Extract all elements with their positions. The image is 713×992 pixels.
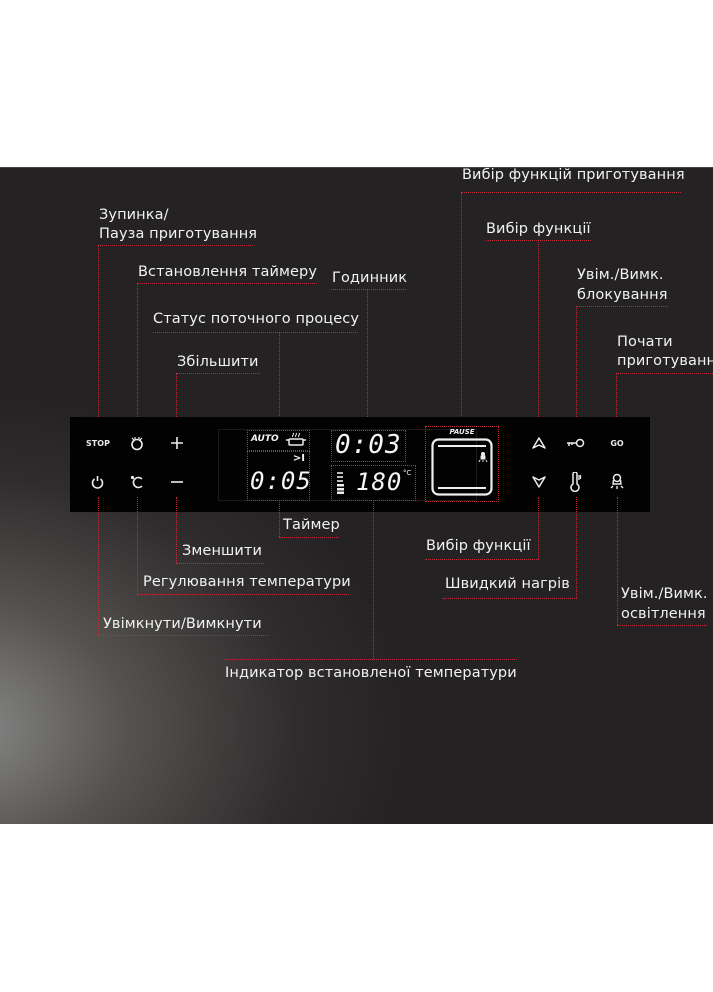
lamp-icon[interactable] [608,471,626,493]
label-clock: Годинник [332,270,408,286]
leader-power-v [98,497,99,635]
leader-decrease-h [176,563,264,564]
leader-temp-indicator-v [373,500,374,659]
label-start-line2: приготування [617,353,713,369]
leader-light-v [617,497,618,625]
temperature-readout: 180 [356,468,403,496]
leader-fast-heat-v [576,497,577,598]
cooking-function-box: PAUSE [425,426,499,502]
leader-func-bottom-h [425,559,539,560]
label-temperature-adjust: Регулювання температури [143,574,351,590]
leader-status-v [279,332,280,430]
label-stop-pause-line2: Пауза приготування [99,226,258,242]
label-light-line1: Увім./Вимк. [621,586,708,602]
label-decrease: Зменшити [182,543,262,559]
label-set-temperature-indicator: Індикатор встановленої температури [225,665,517,681]
leader-timer-h [279,537,339,538]
label-lock-line2: блокування [577,287,668,303]
label-function-select-bottom: Вибір функції [426,538,531,554]
go-button[interactable]: GO [610,438,624,448]
leader-timer-v [279,500,280,537]
label-stop-pause-line1: Зупинка/ [99,207,169,223]
minus-icon[interactable] [168,473,186,491]
leader-light-h [617,625,707,626]
clock-readout: 0:03 [335,430,402,460]
power-icon[interactable] [88,472,106,492]
temperature-unit: °C [403,469,412,477]
leader-increase-h [176,373,260,374]
control-panel: STOP AUTO >I 0:05 0:03 180 °C [70,417,650,512]
up-arrow-icon[interactable] [530,434,548,452]
leader-func-top-v [538,240,539,433]
alarm-clock-icon[interactable] [128,433,146,453]
stop-button[interactable]: STOP [86,438,110,448]
leader-stop-h [98,245,253,246]
label-increase: Збільшити [177,354,259,370]
timer-box: >I 0:05 [247,451,312,501]
key-lock-icon[interactable] [565,434,587,452]
clock-box: 0:03 [331,430,406,462]
label-start-line1: Почати [617,334,673,350]
leader-start-v [616,373,617,433]
auto-mode-indicator: AUTO [251,434,279,444]
pause-indicator: PAUSE [449,428,475,436]
leader-timer-set-v [137,283,138,433]
leader-temp-adjust-h [137,594,349,595]
leader-cooking-v [461,192,462,428]
leader-temp-indicator-h [225,659,517,660]
leader-fast-heat-h [443,598,577,599]
label-cooking-functions: Вибір функцій приготування [462,167,685,183]
label-lock-line1: Увім./Вимк. [577,267,664,283]
leader-start-h [616,373,713,374]
temperature-box: 180 °C [331,465,416,501]
timer-end-icon: >I [292,453,305,464]
leader-lock-h [576,306,668,307]
label-timer: Таймер [283,517,340,533]
dish-icon [286,432,306,451]
leader-status-h [153,332,358,333]
leader-power-h [98,635,268,636]
celsius-icon[interactable] [128,472,146,492]
label-fast-heat: Швидкий нагрів [445,576,570,592]
thermometer-icon[interactable] [568,470,584,494]
down-arrow-icon[interactable] [530,473,548,491]
leader-func-bottom-v [538,497,539,559]
label-function-select-top: Вибір функції [486,221,591,237]
label-light-line2: освітлення [621,606,706,622]
timer-readout: 0:05 [250,467,312,495]
plus-icon[interactable] [168,434,186,452]
leader-temp-adjust-v [137,497,138,594]
leader-stop-v [98,245,99,433]
label-power-toggle: Увімкнути/Вимкнути [103,616,262,632]
leader-cooking-h [461,192,681,193]
heat-level-bars [337,472,345,498]
leader-clock-h [331,289,406,290]
status-box: AUTO [247,430,310,451]
leader-decrease-v [176,497,177,563]
leader-lock-v [576,306,577,433]
leader-clock-v [367,289,368,429]
leader-increase-v [176,373,177,433]
label-process-status: Статус поточного процесу [153,311,360,327]
label-timer-set: Встановлення таймеру [138,264,318,280]
oven-cavity-icon [431,438,493,500]
leader-timer-set-h [137,283,317,284]
